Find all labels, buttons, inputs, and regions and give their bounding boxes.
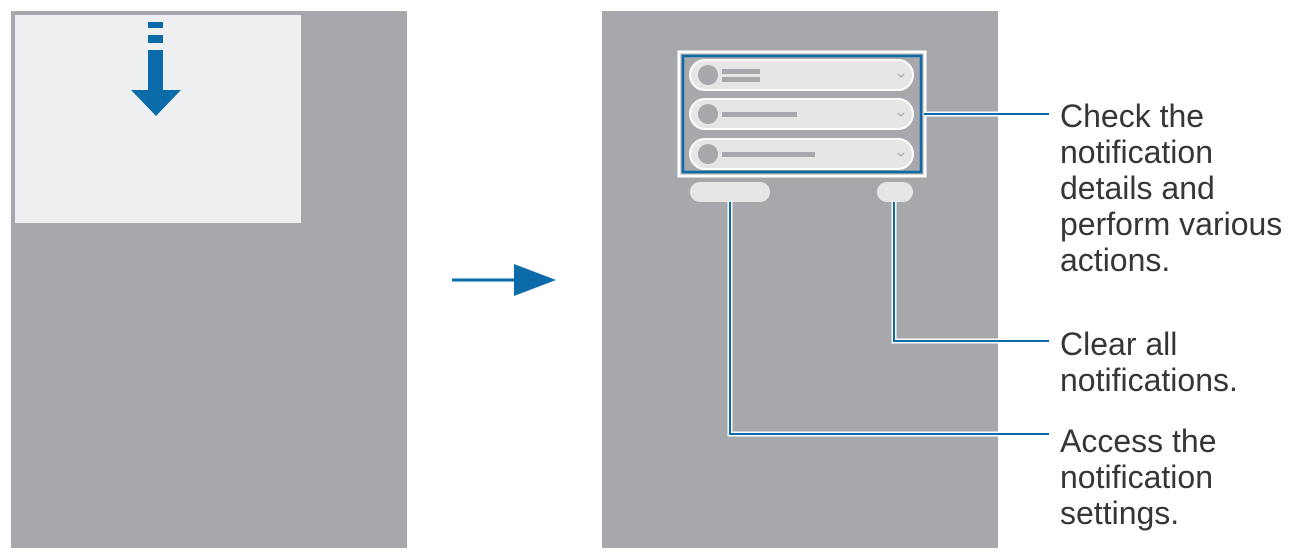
notification-card[interactable]: [689, 98, 914, 130]
notification-settings-button[interactable]: [690, 182, 770, 202]
callout-line: perform various: [1060, 206, 1283, 242]
callout-clear-all: Clear all notifications.: [1060, 326, 1296, 398]
callout-line: notifications.: [1060, 362, 1238, 398]
notification-card[interactable]: [689, 138, 914, 170]
notification-area-top: [15, 15, 301, 223]
arrow-right-icon: [452, 264, 556, 296]
callout-details: Check the notification details and perfo…: [1060, 98, 1296, 278]
arrow-down-icon: [131, 22, 181, 116]
callout-line: notification: [1060, 134, 1213, 170]
clear-all-button[interactable]: [877, 182, 913, 202]
leader-line-clear: [891, 202, 1049, 344]
callout-line: notification: [1060, 459, 1213, 495]
callout-settings: Access the notification settings.: [1060, 423, 1296, 531]
chevron-down-icon[interactable]: [897, 112, 905, 117]
callout-line: Check the: [1060, 98, 1205, 134]
callout-line: settings.: [1060, 495, 1180, 531]
callout-line: details and: [1060, 170, 1215, 206]
leader-line-settings: [727, 202, 1049, 437]
chevron-down-icon[interactable]: [897, 73, 905, 78]
notification-card[interactable]: [689, 59, 914, 91]
phone-before: [11, 11, 407, 548]
phone-screen-right: [602, 11, 998, 548]
callout-line: actions.: [1060, 242, 1171, 278]
callout-line: Clear all: [1060, 326, 1178, 362]
callout-line: Access the: [1060, 423, 1217, 459]
phone-after: [602, 11, 998, 548]
chevron-down-icon[interactable]: [897, 152, 905, 157]
